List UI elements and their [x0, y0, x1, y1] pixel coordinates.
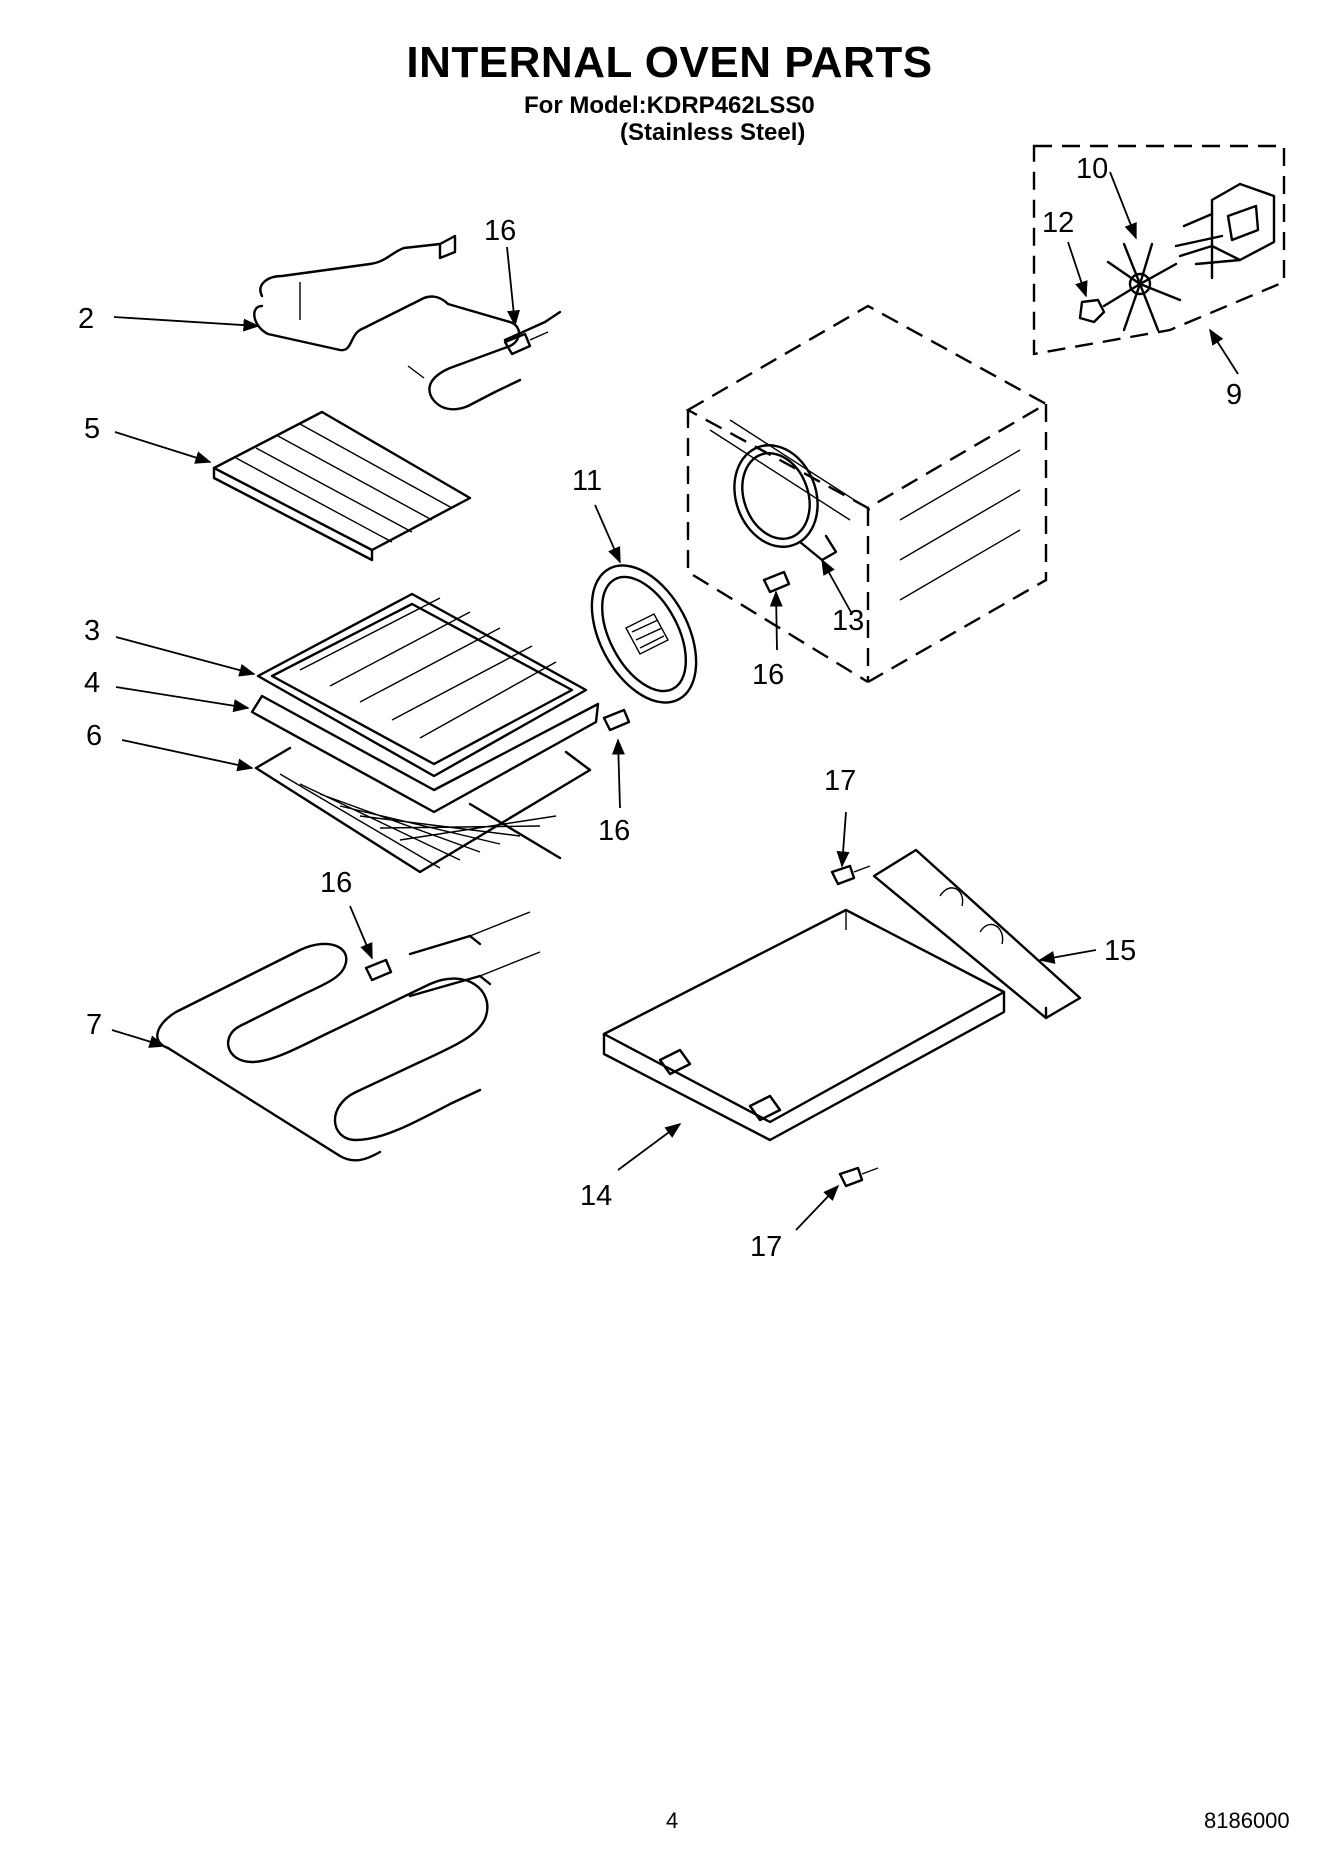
- callout-10: 10: [1076, 153, 1108, 185]
- page-number: 4: [666, 1808, 679, 1833]
- broiler-pan-grid: [256, 592, 588, 778]
- screw-17-lower: [838, 1166, 879, 1188]
- fan-blade: [1102, 242, 1182, 332]
- oven-cavity: [685, 304, 1049, 684]
- heat-deflector: [212, 410, 472, 562]
- bake-element: [156, 911, 541, 1162]
- callout-16-mid: 16: [598, 815, 630, 847]
- document-number: 8186000: [1204, 1808, 1290, 1833]
- oven-rack: [254, 746, 592, 874]
- screw-16-convection: [762, 570, 791, 594]
- screw-17-upper: [830, 864, 871, 886]
- oven-bottom: [602, 908, 1006, 1142]
- screw-16-mid: [602, 708, 631, 732]
- callout-12: 12: [1042, 207, 1074, 239]
- fan-motor-assembly-box: [1032, 144, 1286, 356]
- callout-5: 5: [84, 413, 100, 445]
- fan-cover: [590, 564, 698, 704]
- callout-2: 2: [78, 303, 94, 335]
- leader-lines: [111, 171, 1239, 1231]
- callout-3: 3: [84, 615, 100, 647]
- callout-16-convection: 16: [752, 659, 784, 691]
- page-title: INTERNAL OVEN PARTS: [406, 38, 933, 87]
- model-line: For Model:KDRP462LSS0: [524, 92, 815, 119]
- fan-nut: [1078, 298, 1106, 324]
- callout-16-lower-left: 16: [320, 867, 352, 899]
- variant-line: (Stainless Steel): [620, 119, 806, 146]
- callout-16-top: 16: [484, 215, 516, 247]
- callout-11: 11: [572, 465, 602, 497]
- callout-9: 9: [1226, 379, 1242, 411]
- bracket: [872, 848, 1082, 1020]
- broiler-pan: [250, 694, 600, 814]
- screw-16-lower-left: [364, 958, 393, 982]
- callout-4: 4: [84, 667, 100, 699]
- callout-7: 7: [86, 1009, 102, 1041]
- fan-motor: [1174, 182, 1276, 280]
- callout-6: 6: [86, 720, 102, 752]
- callout-14: 14: [580, 1180, 612, 1212]
- convection-element: [733, 444, 838, 562]
- broil-element: [253, 234, 562, 411]
- callout-13: 13: [832, 605, 864, 637]
- callout-15: 15: [1104, 935, 1136, 967]
- screw-16-top: [503, 331, 549, 356]
- callout-17-upper: 17: [824, 765, 856, 797]
- callout-17-lower: 17: [750, 1231, 782, 1263]
